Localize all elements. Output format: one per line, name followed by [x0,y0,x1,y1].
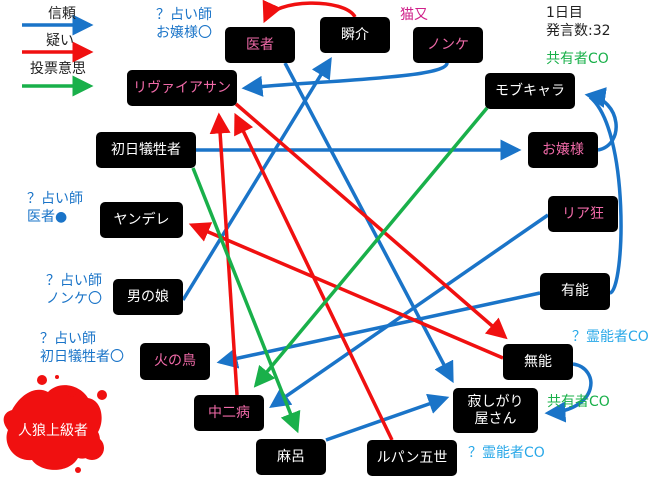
blood-splatter-icon [3,375,107,473]
node-ojousama[interactable]: お嬢様 [528,132,598,168]
node-riakyo[interactable]: リア狂 [548,196,618,232]
note-seer-shonichi: ？占い師 初日犠牲者〇 [40,331,124,365]
node-jinrou[interactable]: 人狼上級者 [18,423,88,439]
edge-mob-chuuni [253,106,489,388]
post-count: 発言数:32 [546,23,611,39]
edge-shunsuke-isha [262,0,357,24]
edge-munou-yandere [188,222,504,360]
legend-vote-label: 投票意思 [30,61,86,77]
note-seer-nonke: ？占い師 ノンケ〇 [46,273,102,307]
node-sabishi[interactable]: 寂しがり屋さん [453,388,538,433]
edge-yuunou-mob [588,95,623,295]
note-nekomata: 猫又 [400,7,428,23]
node-mob[interactable]: モブキャラ [485,73,575,109]
node-isha[interactable]: 医者 [225,27,295,63]
note-medium-right: ？霊能者CO [572,329,649,345]
node-lupin[interactable]: ルパン五世 [367,440,457,476]
node-nonke[interactable]: ノンケ [413,27,483,63]
node-maro[interactable]: 麻呂 [256,439,326,475]
node-chuuni[interactable]: 中二病 [194,395,264,431]
edge-yuunou-hinotori [216,291,541,369]
edge-riakyo-chuuni [269,213,549,408]
note-medium-bottom: ？霊能者CO [468,445,545,461]
edge-shonichi-maro [191,167,301,434]
node-otokonoko[interactable]: 男の娘 [113,279,183,315]
node-yuunou[interactable]: 有能 [540,273,610,310]
edge-munou-sabishi [544,362,593,423]
node-munou[interactable]: 無能 [503,344,573,380]
edge-isha-sabishi [283,62,454,384]
note-shared-top: 共有者CO [546,51,609,67]
node-shunsuke[interactable]: 瞬介 [320,17,390,53]
edge-leviathan-munou [234,102,508,340]
note-shared-bottom: 共有者CO [547,394,610,410]
edge-maro-sabishi [325,393,450,442]
node-shonichi[interactable]: 初日犠牲者 [96,132,196,168]
node-yandere[interactable]: ヤンデレ [100,202,183,238]
edge-ojousama-mob [584,87,618,152]
note-seer-ojousama: ？占い師 お嬢様〇 [156,7,212,41]
legend-trust-label: 信頼 [48,6,76,22]
node-hinotori[interactable]: 火の鳥 [140,343,210,380]
node-leviathan[interactable]: リヴァイアサン [127,70,237,106]
edge-nonke-leviathan [241,62,449,97]
note-seer-isha: ？占い師 医者● [27,191,83,225]
legend-doubt-label: 疑い [46,33,74,49]
day-label: 1日目 [546,5,583,21]
